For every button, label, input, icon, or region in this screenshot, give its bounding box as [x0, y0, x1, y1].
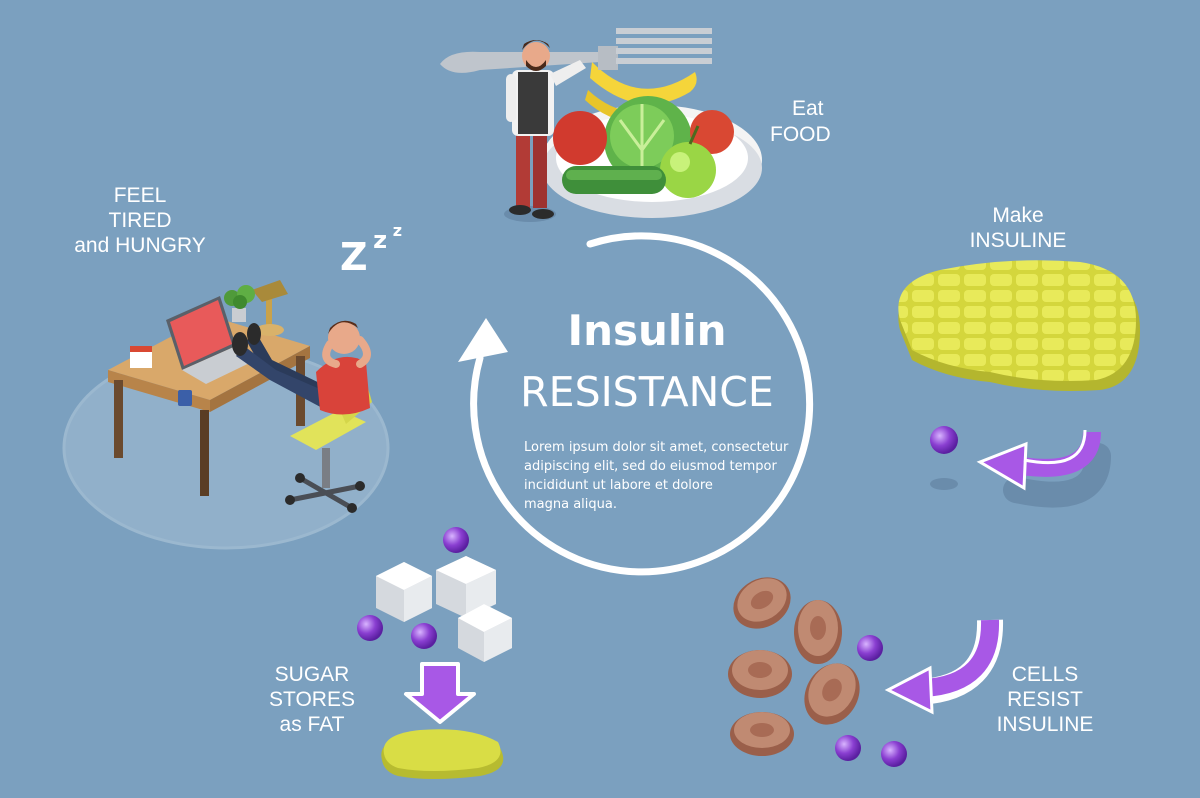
step-label-line: Eat — [792, 97, 824, 120]
step-label-line: INSULINE — [969, 229, 1067, 252]
sleep-z-large: Z — [340, 235, 368, 279]
step-label-line: INSULINE — [996, 713, 1094, 736]
sugar-cube-group — [357, 527, 512, 662]
body-line: magna aliqua. — [524, 497, 617, 512]
cells-group — [728, 577, 907, 767]
pancreas-icon — [898, 260, 1140, 391]
center-body-text: Lorem ipsum dolor sit amet, consectetur … — [524, 438, 794, 514]
step-label-line: RESIST — [1007, 688, 1083, 711]
insulin-molecule-icon — [881, 741, 907, 767]
step-label-line: STORES — [269, 688, 355, 711]
cell-icon — [730, 712, 794, 756]
down-arrow-icon — [404, 662, 476, 724]
body-line: adipiscing elit, sed do eiusmod tempor — [524, 459, 777, 474]
sleep-z-medium: z — [373, 226, 388, 254]
sleep-z-small: z — [392, 221, 402, 240]
body-line: incididunt ut labore et dolore — [524, 478, 713, 493]
sugar-cube-icon — [376, 562, 432, 622]
insulin-molecule-icon — [930, 426, 958, 490]
fork-icon — [440, 28, 712, 73]
cycle-arrow — [458, 232, 814, 576]
sleep-zzz: Z z z — [340, 221, 402, 279]
desk-scene — [62, 280, 390, 550]
center-title: Insulin — [567, 306, 727, 355]
step-cells-resist-label: CELLS RESIST INSULINE — [980, 662, 1110, 737]
step-label-line: SUGAR — [274, 663, 350, 686]
food-plate-icon — [542, 62, 762, 218]
mug-icon — [178, 390, 192, 406]
cell-icon — [728, 650, 792, 698]
step-feel-tired-label: FEEL TIRED and HUNGRY — [60, 183, 220, 258]
calendar-icon — [130, 346, 152, 368]
step-make-insuline-label: Make INSULINE — [948, 203, 1088, 253]
insulin-molecule-icon — [443, 527, 469, 553]
desk-lamp-icon — [252, 280, 288, 336]
step-label-line: TIRED — [108, 209, 172, 232]
body-line: Lorem ipsum dolor sit amet, consectetur — [524, 440, 789, 455]
fat-blob-icon — [381, 729, 504, 779]
step-label-line: Make — [992, 204, 1044, 227]
insulin-molecule-icon — [835, 735, 861, 761]
insulin-molecule-icon — [857, 635, 883, 661]
person-holding-fork — [504, 40, 586, 222]
step-label-line: CELLS — [1011, 663, 1079, 686]
step-sugar-stores-label: SUGAR STORES as FAT — [252, 662, 372, 737]
insulin-molecule-icon — [357, 615, 383, 641]
cell-icon — [804, 663, 860, 725]
cell-icon — [794, 600, 842, 664]
step-label-line: FEEL — [113, 184, 167, 207]
center-subtitle: RESISTANCE — [520, 368, 774, 416]
person-icon — [232, 320, 371, 415]
purple-arrow-cells — [884, 619, 1004, 715]
plant-icon — [224, 285, 255, 322]
step-label-line: as FAT — [279, 713, 345, 736]
sugar-cube-icon — [436, 556, 496, 618]
purple-arrow-pancreas — [976, 429, 1111, 508]
cell-icon — [733, 577, 791, 629]
step-label-line: and HUNGRY — [74, 234, 206, 257]
insulin-molecule-icon — [411, 623, 437, 649]
step-label-line: FOOD — [770, 123, 831, 146]
step-eat-food-label: Eat FOOD — [770, 96, 831, 148]
sugar-cube-icon — [458, 604, 512, 662]
